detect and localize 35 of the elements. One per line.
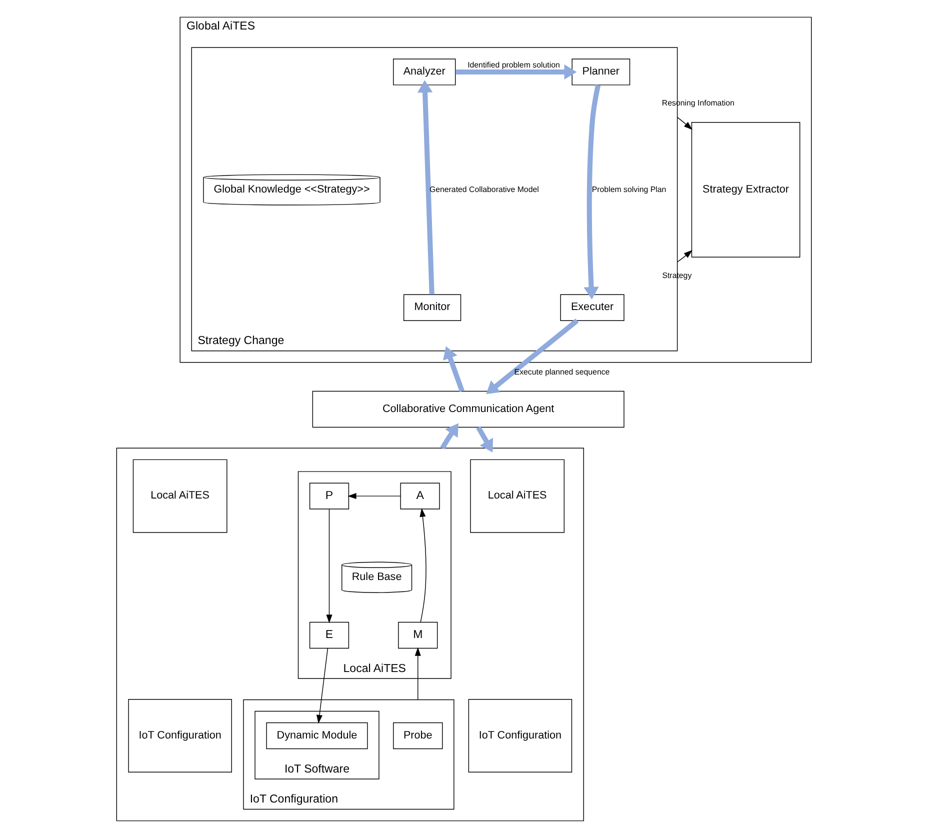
arrow — [486, 318, 578, 394]
arrow — [442, 346, 464, 392]
edge-label: Generated Collaborative Model — [428, 184, 538, 194]
arrow — [476, 426, 493, 452]
arrow — [583, 84, 600, 300]
node-box: M — [398, 622, 438, 649]
cluster — [116, 448, 584, 822]
arrow — [416, 80, 434, 295]
edge-label: Execute planned sequence — [514, 367, 610, 376]
arrow — [414, 647, 420, 700]
node-box: Strategy Extractor — [690, 122, 800, 258]
node-box: Analyzer — [392, 58, 456, 86]
arrow — [676, 250, 692, 262]
node-box: E — [308, 622, 349, 649]
node-box: Probe — [392, 722, 442, 750]
node-box: Planner — [571, 58, 630, 86]
edge-label: Problem solving Plan — [591, 184, 666, 194]
arrow — [676, 116, 692, 130]
edge-label: Identified problem solution — [467, 60, 560, 70]
node-box: IoT Configuration — [128, 699, 232, 773]
node-box: Executer — [560, 294, 624, 321]
arrow — [440, 423, 458, 450]
node-box: Local AiTES — [132, 459, 227, 533]
arrow — [326, 508, 332, 624]
node-box: Monitor — [402, 294, 461, 321]
node-box: IoT Configuration — [468, 699, 572, 773]
node-box: Dynamic Module — [266, 722, 368, 750]
arrow — [347, 493, 400, 500]
arrow — [316, 648, 328, 724]
arrow — [455, 64, 576, 80]
node-box: Collaborative Communication Agent — [312, 390, 624, 428]
node-box: Local AiTES — [470, 459, 564, 533]
node-box: A — [400, 482, 440, 510]
arrow — [419, 508, 426, 622]
node-box: P — [308, 482, 349, 510]
